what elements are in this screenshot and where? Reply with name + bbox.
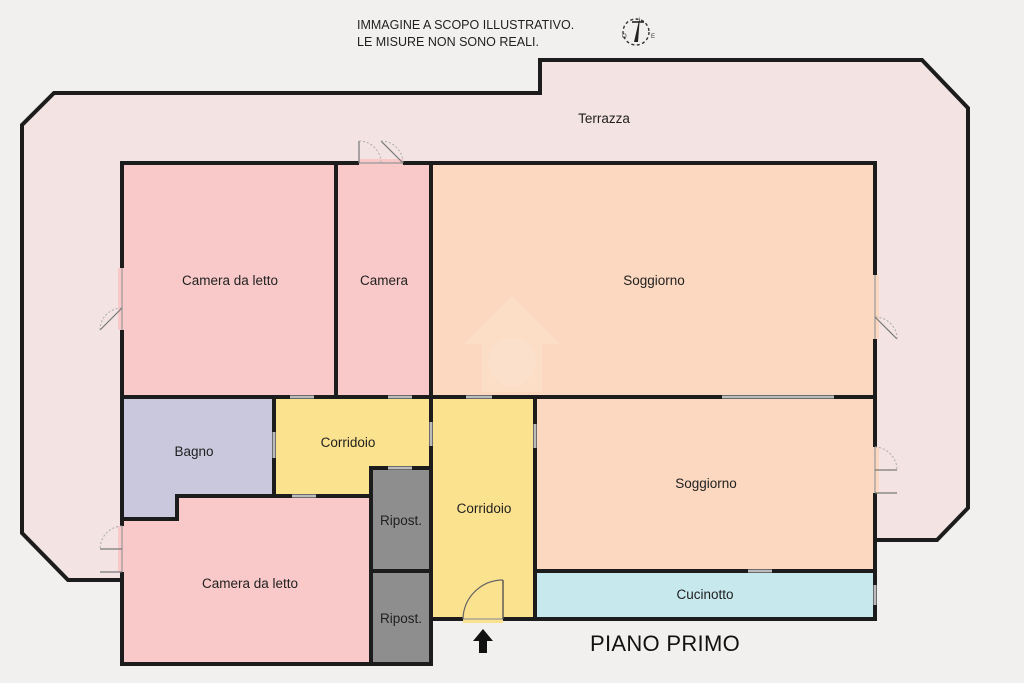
room-camera-da-letto-top — [122, 163, 336, 397]
entrance-arrow-icon — [473, 629, 493, 653]
label-ripost-bottom: Ripost. — [380, 611, 422, 626]
svg-text:E: E — [651, 34, 655, 40]
label-camera-da-letto-top: Camera da letto — [182, 273, 278, 288]
room-soggiorno-bottom — [535, 397, 875, 571]
door-bedroom-bottom-west — [99, 525, 126, 573]
label-soggiorno-top: Soggiorno — [623, 273, 685, 288]
room-camera — [336, 163, 431, 397]
door-entrance — [462, 579, 504, 623]
door-bedroom-west — [99, 268, 126, 331]
room-corridoio-center — [431, 397, 535, 619]
label-bagno: Bagno — [174, 444, 213, 459]
label-ripost-top: Ripost. — [380, 513, 422, 528]
svg-text:O: O — [622, 34, 627, 40]
room-cucinotto — [535, 571, 875, 619]
room-bagno — [122, 397, 274, 519]
label-camera-da-letto-bottom: Camera da letto — [202, 576, 298, 591]
walls — [120, 161, 877, 666]
watermark-logo-icon — [464, 296, 560, 392]
compass-icon: E O — [622, 16, 655, 46]
label-cucinotto: Cucinotto — [676, 587, 733, 602]
label-terrazza: Terrazza — [578, 111, 630, 126]
label-camera: Camera — [360, 273, 409, 288]
room-camera-da-letto-bottom — [122, 496, 371, 664]
label-soggiorno-bottom: Soggiorno — [675, 476, 737, 491]
interior-openings — [272, 395, 877, 605]
room-ripost-bottom — [371, 571, 431, 664]
door-soggiorno-east — [871, 275, 898, 340]
notice-line-2: LE MISURE NON SONO REALI. — [357, 35, 539, 49]
floor-label: PIANO PRIMO — [590, 631, 740, 656]
notice-line-1: IMMAGINE A SCOPO ILLUSTRATIVO. — [357, 18, 574, 32]
door-terrace-top — [358, 140, 404, 167]
room-ripost-top — [371, 468, 431, 571]
label-corridoio-left: Corridoio — [321, 435, 376, 450]
label-corridoio-center: Corridoio — [457, 501, 512, 516]
door-soggiorno-bottom-east — [871, 446, 898, 494]
